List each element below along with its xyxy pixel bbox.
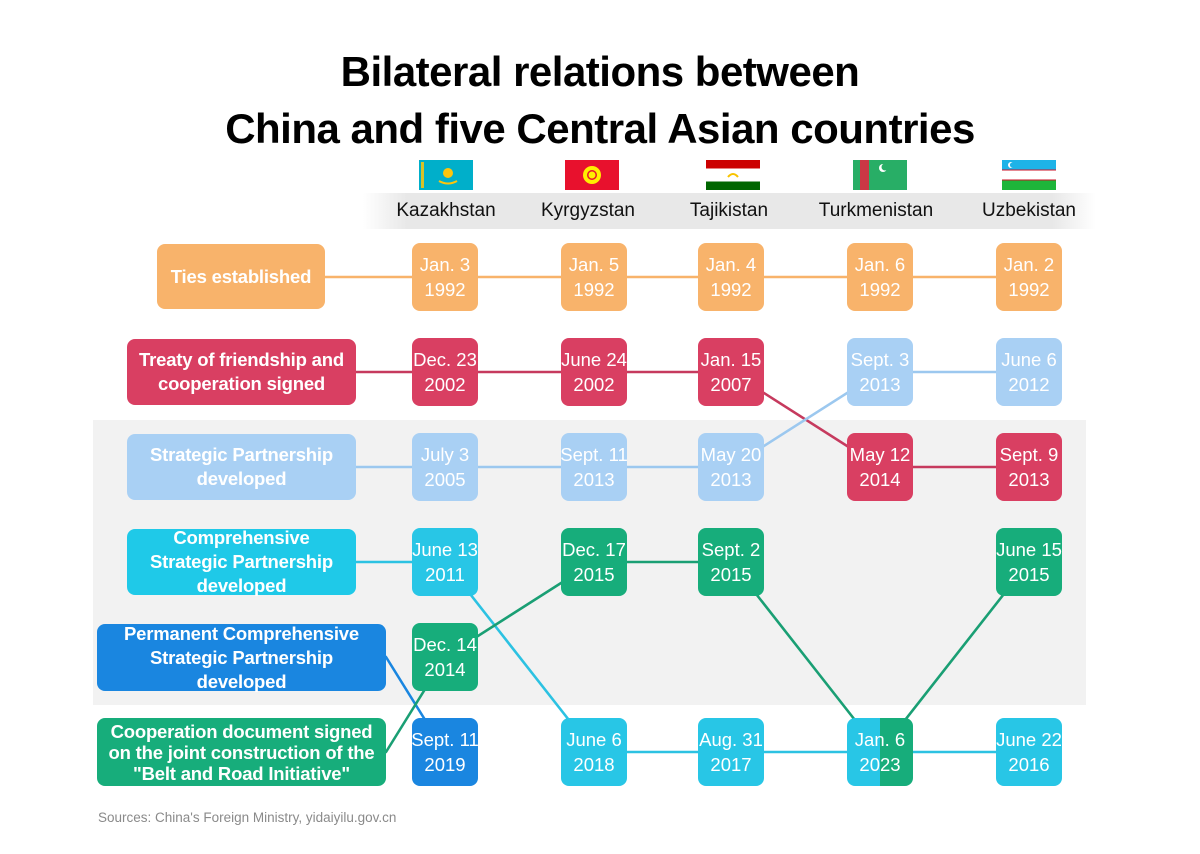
country-uzbekistan: Uzbekistan: [982, 200, 1076, 221]
country-turkmenistan: Turkmenistan: [818, 200, 934, 221]
date-text: Jan. 2: [1003, 254, 1055, 275]
year-text: 2013: [1008, 469, 1050, 490]
date-text: Sept. 11: [411, 729, 479, 750]
year-text: 2016: [1008, 754, 1050, 775]
date-box-tajikistan-treaty: Jan. 15 2007: [698, 338, 764, 406]
date-box-kazakhstan-bri: Dec. 14 2014: [412, 623, 478, 691]
date-text: June 15: [996, 539, 1062, 560]
date-box-kyrgyzstan-strategic: Sept. 11 2013: [560, 433, 628, 501]
date-box-kazakhstan-comprehensive: June 13 2011: [412, 528, 478, 596]
stage-label-treaty-signed: Treaty of friendship and cooperation sig…: [127, 339, 356, 405]
date-box-kyrgyzstan-bri: Dec. 17 2015: [561, 528, 627, 596]
date-box-uzbekistan-ties: Jan. 2 1992: [996, 243, 1062, 311]
date-text: Jan. 4: [705, 254, 757, 275]
date-text: Sept. 3: [850, 349, 910, 370]
year-text: 1992: [424, 279, 466, 300]
kyrgyzstan-flag-icon: [565, 160, 619, 190]
date-text: Jan. 6: [854, 254, 906, 275]
date-box-kyrgyzstan-treaty: June 24 2002: [561, 338, 627, 406]
year-text: 2015: [1008, 564, 1050, 585]
stage-label-belt-and-road: Cooperation document signed on the joint…: [97, 718, 386, 786]
date-text: June 22: [996, 729, 1062, 750]
date-box-uzbekistan-bri: June 15 2015: [996, 528, 1062, 596]
date-text: Jan. 5: [568, 254, 620, 275]
date-text: Dec. 17: [562, 539, 626, 560]
date-box-tajikistan-strategic: May 20 2013: [698, 433, 764, 501]
date-text: Jan. 3: [419, 254, 471, 275]
date-box-kyrgyzstan-ties: Jan. 5 1992: [561, 243, 627, 311]
stage-label-permanent-comprehensive: Permanent Comprehensive Strategic Partne…: [97, 623, 386, 692]
country-tajikistan: Tajikistan: [689, 200, 769, 221]
date-box-kyrgyzstan-comprehensive: June 6 2018: [561, 718, 627, 786]
date-box-kazakhstan-permanent: Sept. 11 2019: [411, 718, 479, 786]
year-text: 1992: [573, 279, 615, 300]
year-text: 2019: [424, 754, 466, 775]
date-box-tajikistan-comprehensive: Aug. 31 2017: [698, 718, 764, 786]
year-text: 2014: [424, 659, 466, 680]
year-text: 2017: [710, 754, 752, 775]
year-text: 2011: [425, 564, 465, 585]
page-title-line-1: Bilateral relations between: [340, 48, 860, 95]
year-text: 2007: [710, 374, 752, 395]
date-box-turkmenistan-strategic: Sept. 3 2013: [847, 338, 913, 406]
date-box-kazakhstan-treaty: Dec. 23 2002: [412, 338, 478, 406]
uzbekistan-flag-icon: [1002, 160, 1056, 190]
page-title-line-2: China and five Central Asian countries: [225, 105, 975, 152]
country-header-band: [363, 193, 1096, 229]
kazakhstan-flag-icon: [419, 160, 473, 190]
country-kazakhstan: Kazakhstan: [396, 200, 496, 221]
date-text: May 20: [700, 444, 762, 465]
year-text: 2015: [710, 564, 752, 585]
date-text: June 24: [561, 349, 627, 370]
year-text: 2013: [710, 469, 752, 490]
year-text: 2005: [424, 469, 466, 490]
year-text: 2018: [573, 754, 615, 775]
date-text: June 6: [566, 729, 622, 750]
date-text: July 3: [420, 444, 470, 465]
date-box-tajikistan-bri: Sept. 2 2015: [698, 528, 764, 596]
year-text: 2012: [1008, 374, 1050, 395]
date-box-turkmenistan-ties: Jan. 6 1992: [847, 243, 913, 311]
year-text: 2002: [424, 374, 466, 395]
date-box-kazakhstan-ties: Jan. 3 1992: [412, 243, 478, 311]
year-text: 1992: [710, 279, 752, 300]
date-text: Dec. 23: [413, 349, 477, 370]
date-text: May 12: [849, 444, 911, 465]
tajikistan-flag-icon: [706, 160, 760, 190]
date-text: Sept. 11: [560, 444, 628, 465]
date-text: Dec. 14: [413, 634, 477, 655]
date-text: Sept. 9: [999, 444, 1059, 465]
date-text: June 6: [1001, 349, 1057, 370]
year-text: 1992: [1008, 279, 1050, 300]
turkmenistan-flag-icon: [853, 160, 907, 190]
stage-label-strategic-partnership: Strategic Partnership developed: [127, 434, 356, 500]
date-text: Aug. 31: [699, 729, 763, 750]
date-box-turkmenistan-treaty: May 12 2014: [847, 433, 913, 501]
source-note: Sources: China's Foreign Ministry, yidai…: [98, 810, 397, 825]
year-text: 2013: [573, 469, 615, 490]
date-box-turkmenistan-comprehensive-bri: Jan. 6 2023: [847, 718, 913, 786]
year-text: 1992: [859, 279, 901, 300]
stage-label-comprehensive-strategic: Comprehensive Strategic Partnership deve…: [127, 527, 356, 596]
year-text: 2015: [573, 564, 615, 585]
date-box-uzbekistan-comprehensive: June 22 2016: [996, 718, 1062, 786]
country-kyrgyzstan: Kyrgyzstan: [541, 200, 635, 221]
date-text: Sept. 2: [701, 539, 761, 560]
date-text: Jan. 6: [854, 729, 906, 750]
year-text: 2013: [859, 374, 901, 395]
date-box-tajikistan-ties: Jan. 4 1992: [698, 243, 764, 311]
date-text: Jan. 15: [700, 349, 762, 370]
year-text: 2002: [573, 374, 615, 395]
date-box-uzbekistan-strategic: June 6 2012: [996, 338, 1062, 406]
year-text: 2014: [859, 469, 901, 490]
stage-label-ties-established: Ties established: [157, 244, 325, 309]
date-text: June 13: [412, 539, 478, 560]
year-text: 2023: [859, 754, 901, 775]
date-box-uzbekistan-treaty: Sept. 9 2013: [996, 433, 1062, 501]
date-box-kazakhstan-strategic: July 3 2005: [412, 433, 478, 501]
